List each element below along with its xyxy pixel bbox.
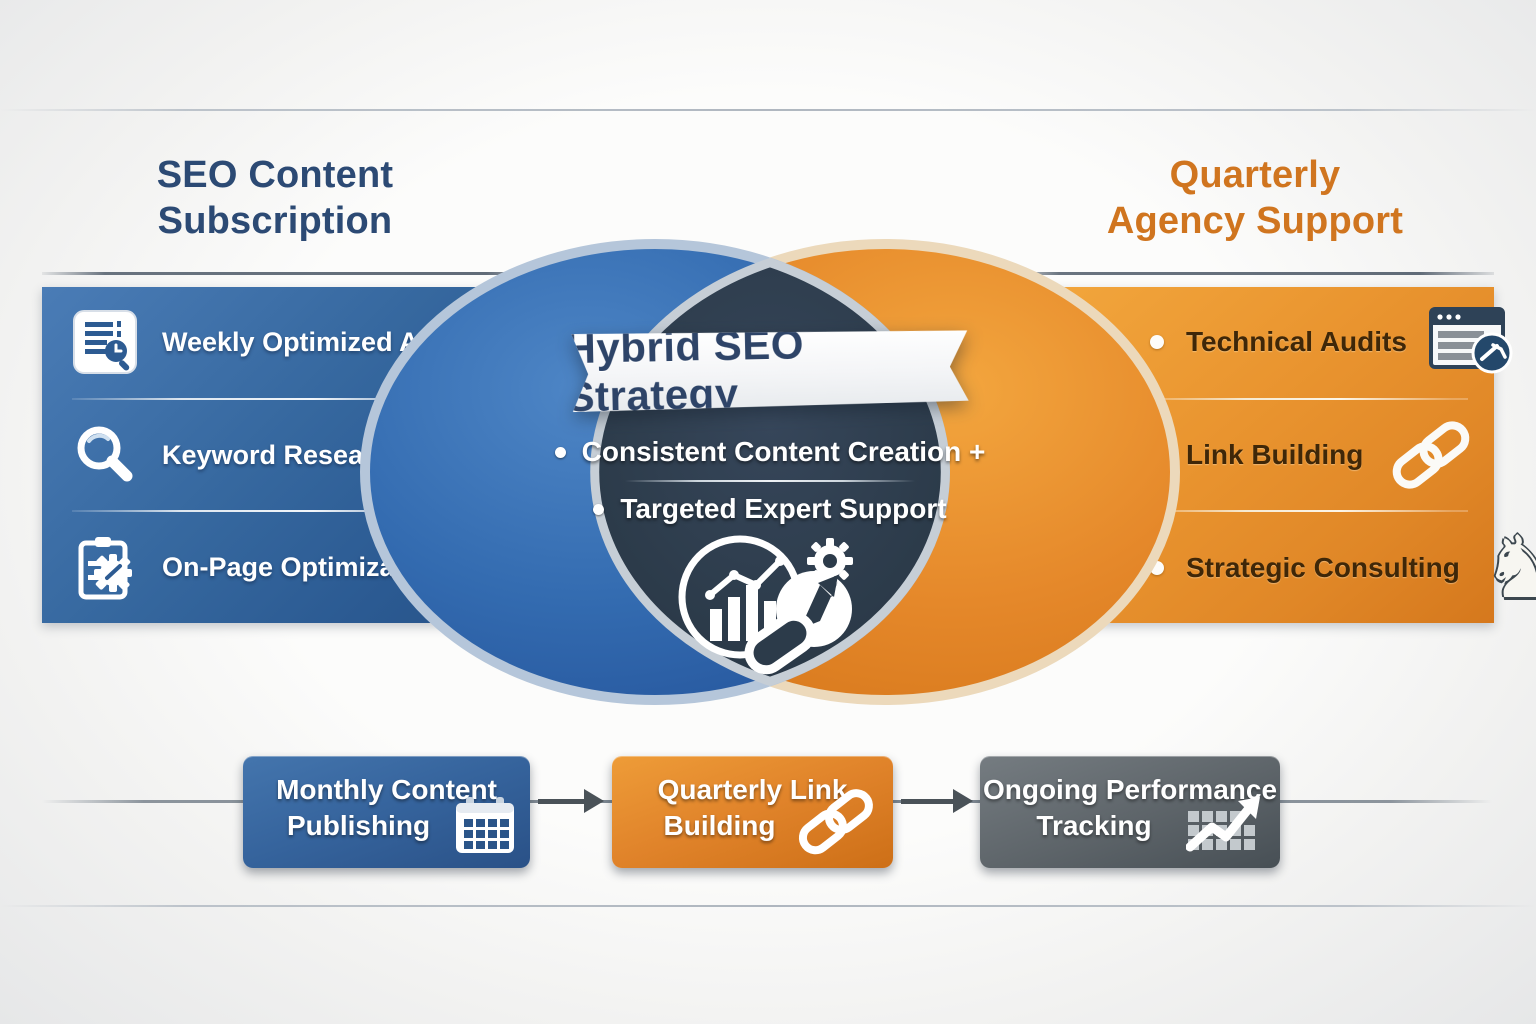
center-separator: [625, 480, 915, 482]
right-panel-topline: [1000, 272, 1494, 275]
browser-audit-icon: [1428, 307, 1515, 377]
flow-step-line2: Tracking: [1036, 810, 1152, 842]
bullet-icon: [554, 446, 566, 458]
right-panel-row-strategic-consulting: Strategic Consulting ♞: [1150, 512, 1536, 623]
center-bullet-2: Targeted Expert Support: [540, 493, 1000, 525]
left-panel-separator: [72, 510, 510, 513]
article-document-icon: [72, 309, 138, 375]
hybrid-banner-ribbon: Hybrid SEO Strategy: [565, 326, 969, 412]
left-title-line1: SEO Content: [156, 154, 394, 196]
flow-step-line2: Building: [663, 810, 776, 842]
flow-step-performance-tracking: Ongoing Performance Tracking: [980, 756, 1280, 868]
top-hairline: [0, 109, 1536, 111]
right-panel-row-link-building: Link Building: [1150, 400, 1470, 511]
right-column-title: Quarterly Agency Support: [1065, 152, 1445, 245]
flow-step-label: Monthly Content Publishing: [243, 772, 530, 845]
magnifier-icon: [72, 422, 138, 488]
right-title-line2: Agency Support: [1106, 200, 1404, 243]
bottom-hairline: [0, 905, 1536, 907]
flow-step-label: Ongoing Performance Tracking: [980, 772, 1280, 845]
left-title-line2: Subscription: [157, 200, 393, 243]
center-bullet-1: Consistent Content Creation +: [540, 436, 1000, 468]
right-item-label: Strategic Consulting: [1186, 551, 1460, 583]
flow-step-label: Quarterly Link Building: [612, 772, 893, 845]
performance-chart-icon: [1185, 793, 1266, 860]
flow-step-line1: Quarterly Link: [657, 774, 848, 805]
flow-step-line1: Monthly Content: [276, 774, 497, 805]
right-item-label: Technical Audits: [1186, 326, 1407, 358]
flow-step-quarterly-link-building: Quarterly Link Building: [612, 756, 893, 868]
right-panel-row-technical-audits: Technical Audits: [1150, 287, 1513, 398]
calendar-icon: [454, 795, 516, 860]
flow-step-line1: Ongoing Performance: [982, 774, 1278, 805]
right-item-label: Link Building: [1186, 439, 1364, 470]
flow-arrow-2: [901, 789, 973, 813]
center-bullet-text: Consistent Content Creation +: [581, 436, 986, 467]
center-bullet-text: Targeted Expert Support: [620, 493, 947, 524]
bullet-icon: [593, 503, 605, 515]
flow-arrow-1: [538, 789, 604, 813]
right-panel-separator: [1150, 397, 1468, 400]
bullet-icon: [1150, 335, 1164, 350]
flow-step-line2: Publishing: [286, 810, 431, 842]
chain-link-icon: [793, 787, 879, 860]
left-column-title: SEO Content Subscription: [90, 152, 460, 245]
chain-link-icon: [1385, 418, 1477, 492]
knight-glyph: ♞: [1481, 517, 1536, 618]
left-panel-topline: [42, 272, 565, 275]
right-panel-separator: [1150, 510, 1468, 513]
right-title-line1: Quarterly: [1169, 154, 1341, 196]
flow-step-monthly-publishing: Monthly Content Publishing: [243, 756, 530, 868]
analytics-gear-link-icon: [678, 535, 853, 675]
chess-knight-icon: ♞: [1482, 525, 1536, 611]
clipboard-gear-icon: [72, 535, 138, 601]
left-panel-separator: [72, 397, 510, 400]
